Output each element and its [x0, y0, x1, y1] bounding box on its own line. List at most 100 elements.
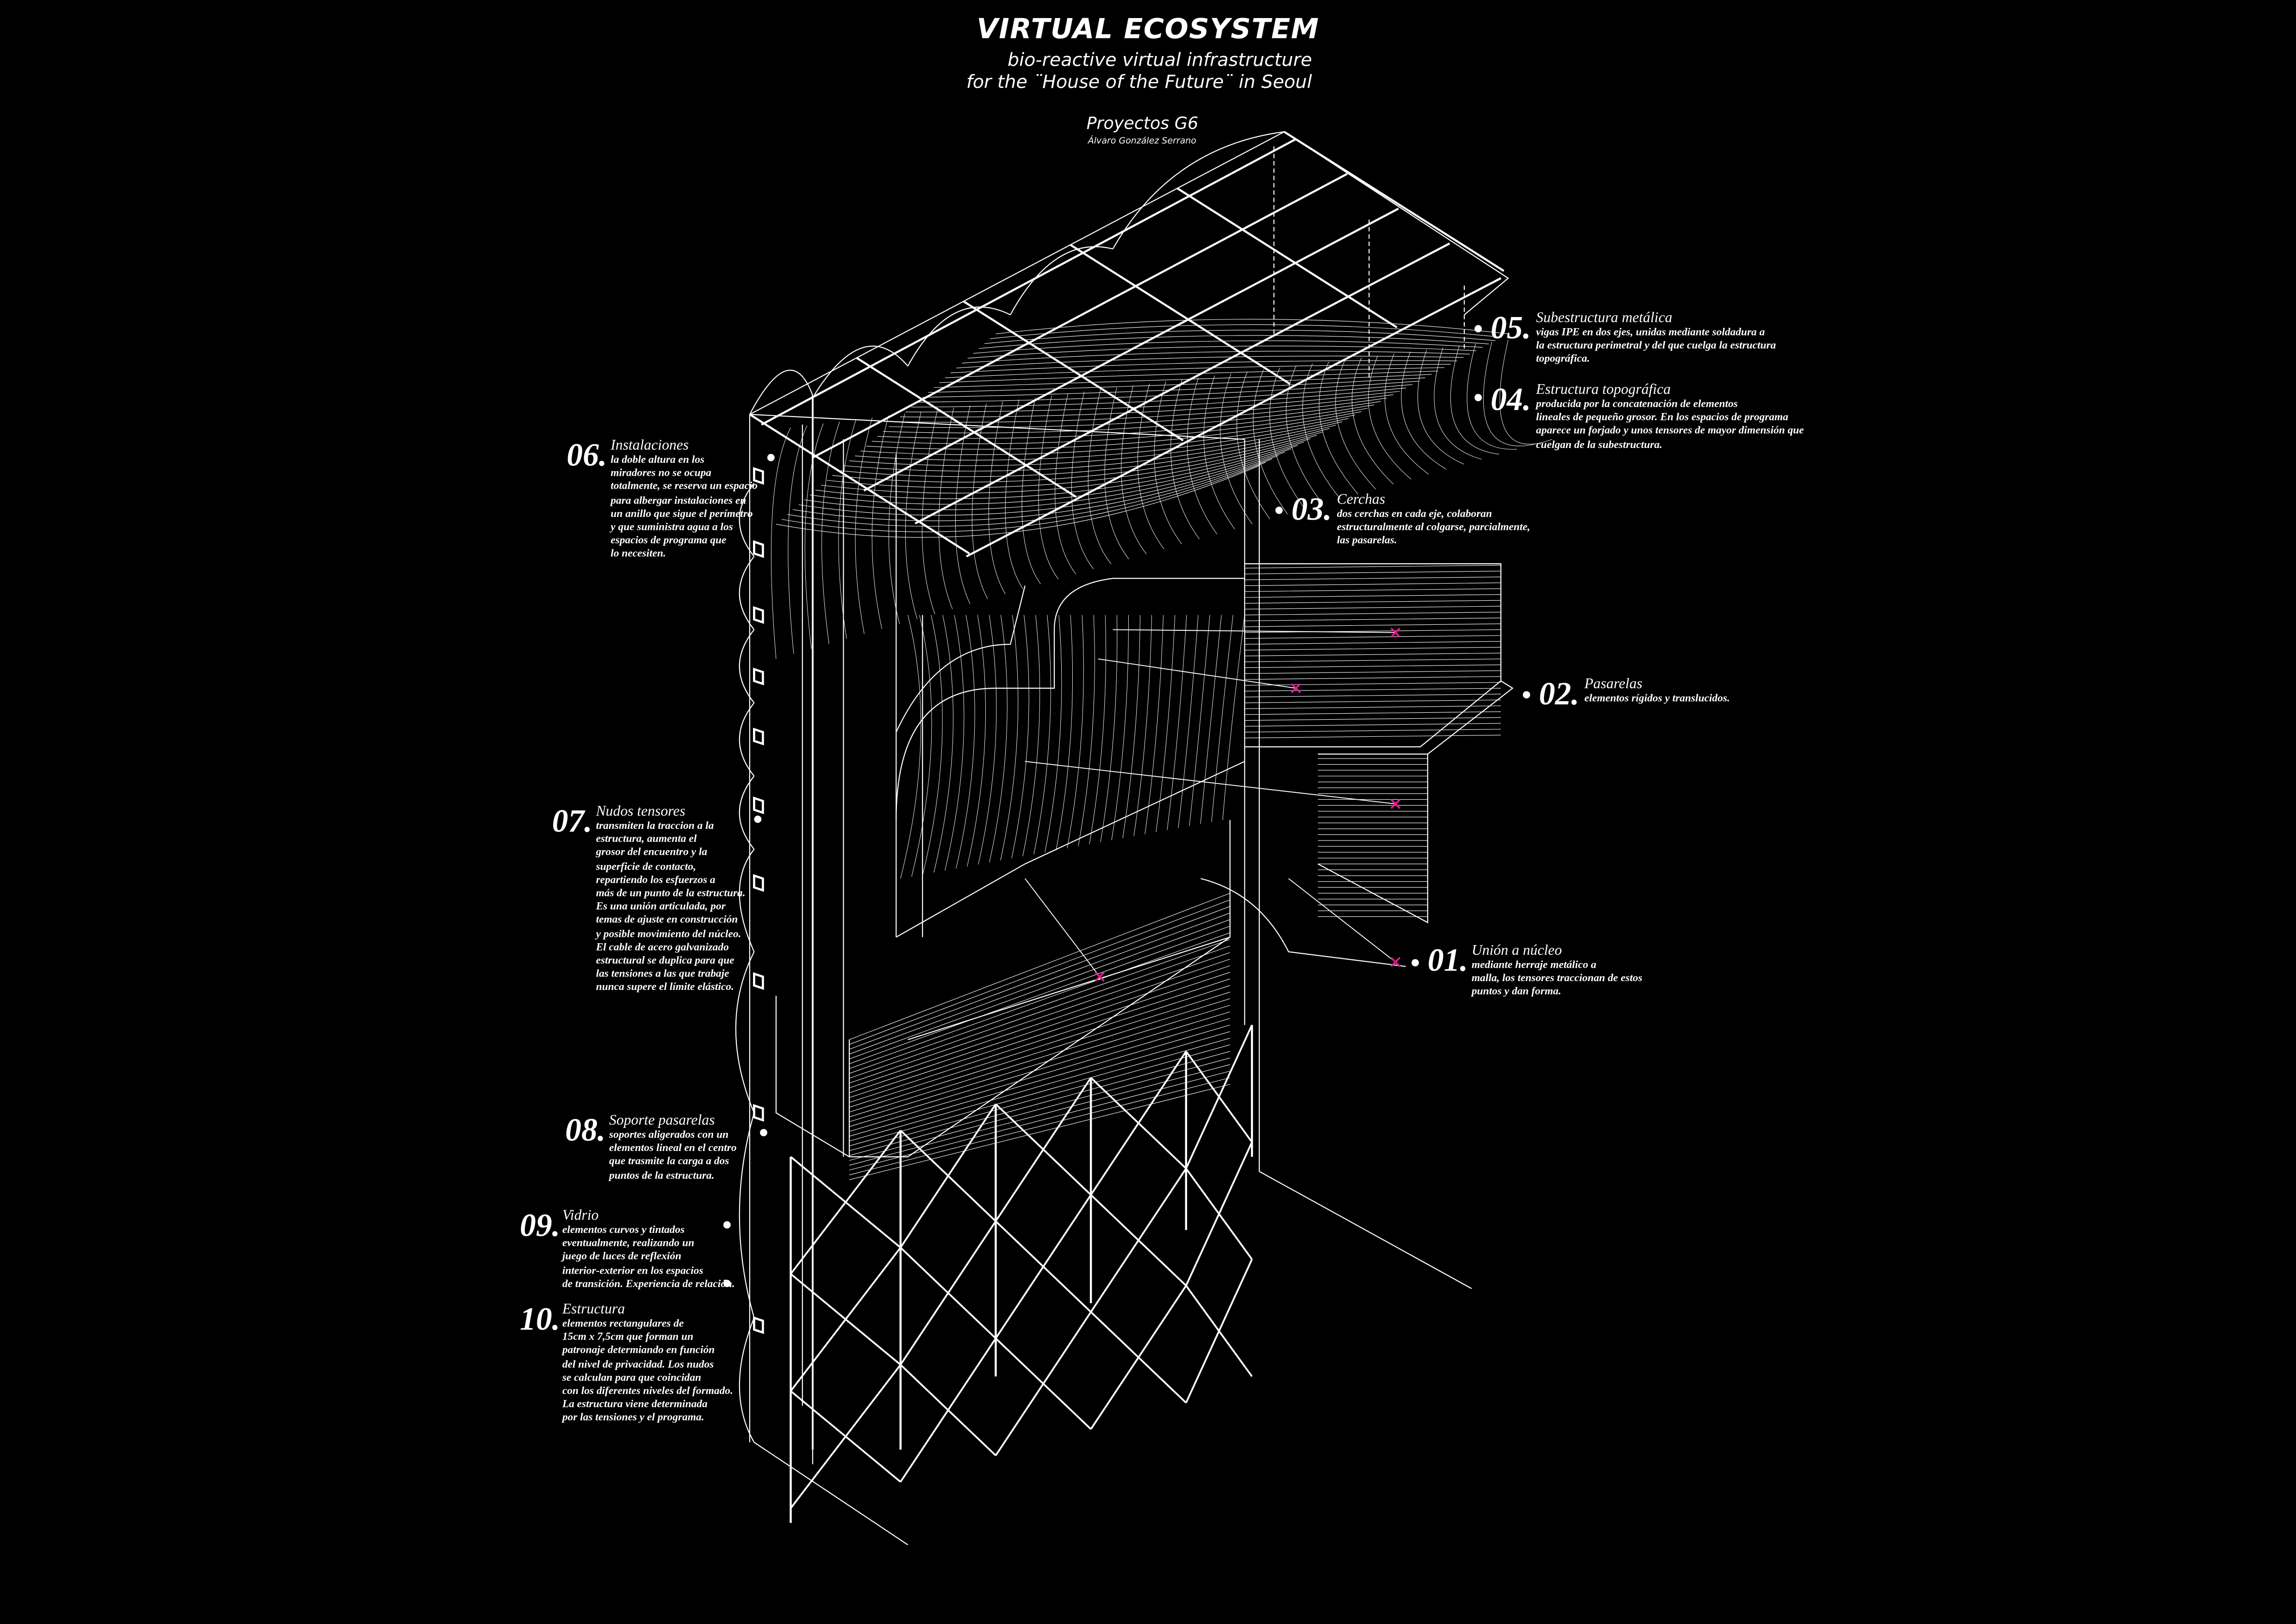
mesh-line	[956, 355, 1464, 368]
anchor-mark	[1291, 683, 1301, 693]
structure-brace	[790, 1364, 902, 1509]
mesh-line	[849, 421, 1343, 466]
mesh-line	[838, 428, 1330, 477]
annotation-line: aparece un forjado y unos tensores de ma…	[1536, 423, 1804, 437]
pasarela-slat	[1244, 629, 1501, 633]
pasarela-slat	[849, 939, 1230, 1074]
mesh-line	[894, 394, 1394, 423]
pasarela-slat	[849, 1084, 1230, 1180]
pasarela-slat	[1244, 699, 1501, 703]
pasarela-slat	[849, 899, 1230, 1045]
pasarela-slat	[1244, 606, 1501, 610]
bullet-dot	[754, 815, 762, 823]
pasarela-slat	[1244, 717, 1501, 721]
mesh-line	[945, 364, 1451, 378]
mesh-line	[809, 445, 1298, 504]
mesh-line	[1450, 345, 1500, 454]
tensor-cable	[1024, 878, 1100, 977]
pasarela-slat	[849, 1025, 1230, 1137]
structure-node	[753, 606, 764, 624]
annotation-number: 08.	[565, 1111, 606, 1148]
mesh-line	[1236, 371, 1270, 520]
mesh-line	[900, 391, 1400, 417]
annotation-line: Es una unión articulada, por	[596, 899, 726, 913]
anchor-mark	[1390, 627, 1401, 638]
pasarela-slat	[1244, 682, 1501, 686]
structure-node	[753, 667, 764, 685]
pasarela-slat	[1244, 565, 1501, 569]
annotation-title: Vidrio	[562, 1208, 599, 1225]
pasarela-slat	[849, 932, 1230, 1069]
structure-node	[753, 540, 764, 558]
tensor-cable	[1288, 878, 1396, 963]
mesh-line	[933, 615, 954, 873]
mesh-line	[787, 459, 1272, 527]
mesh-line	[871, 408, 1368, 444]
structure-brace	[995, 1077, 1092, 1222]
mesh-line	[877, 404, 1375, 439]
annotation-line: miradores no se ocupa	[610, 466, 711, 479]
mesh-line	[871, 415, 889, 629]
mesh-line	[917, 381, 1419, 403]
structure-brace	[995, 1194, 1092, 1339]
mesh-line	[905, 387, 1406, 412]
structure-brace	[900, 1338, 997, 1482]
annotation-number: 04.	[1490, 380, 1531, 417]
bullet-dot	[723, 1280, 731, 1288]
annotation-line: elementos rígidos y translucidos.	[1584, 691, 1730, 704]
mesh-line	[1170, 380, 1200, 540]
annotation-line: y que suministra agua a los	[610, 519, 733, 533]
mesh-line	[855, 418, 1349, 460]
bullet-dot	[767, 454, 775, 461]
annotation-line: las pasarelas.	[1337, 533, 1397, 547]
mesh-line	[821, 438, 1311, 494]
annotation-line: dos cerchas en cada eje, colaboran	[1337, 506, 1492, 520]
mesh-line	[771, 427, 791, 659]
annotation-body: vigas IPE en dos ejes, unidas mediante s…	[1536, 325, 1776, 365]
annotation-line: eventualmente, realizando un	[562, 1236, 695, 1250]
mesh-line	[1189, 615, 1210, 826]
mesh-line	[967, 346, 1476, 359]
structure-brace	[790, 1130, 902, 1275]
bullet-dot	[760, 1129, 767, 1137]
pasarela-slat	[849, 1070, 1230, 1170]
mesh-line	[1335, 359, 1376, 490]
structure-node	[753, 467, 764, 485]
mesh-line	[1302, 363, 1341, 499]
pasarela-slat	[1244, 641, 1501, 645]
annotation-number: 01.	[1427, 941, 1468, 978]
annotation-line: La estructura viene determinada	[562, 1397, 708, 1411]
annotation-line: para albergar instalaciones en	[610, 492, 747, 506]
annotation-line: interior-exterior en los espacios	[562, 1263, 703, 1276]
mesh-line	[843, 424, 1336, 472]
roof-beam	[1283, 131, 1505, 272]
structure-node	[753, 1316, 764, 1334]
mesh-line	[1133, 615, 1152, 836]
annotation-line: lineales de pequeño grosor. En los espac…	[1536, 410, 1788, 423]
bullet-dot	[1411, 959, 1419, 967]
poster-title: VIRTUAL ECOSYSTEM	[977, 13, 1319, 46]
pasarela-slat	[849, 893, 1230, 1040]
structure-brace	[1090, 1168, 1187, 1313]
annotation-line: estructuralmente al colgarse, parcialmen…	[1337, 520, 1531, 534]
mesh-line	[1000, 615, 1019, 861]
annotation-line: estructura, aumenta el	[596, 832, 697, 846]
mesh-line	[1211, 615, 1233, 822]
pasarela-slat	[1244, 647, 1501, 651]
annotation-title: Pasarelas	[1584, 676, 1643, 693]
structure-outline	[735, 131, 1514, 1545]
mesh-line	[900, 615, 921, 879]
bullet-dot	[1475, 325, 1482, 333]
pasarela-slat	[849, 1051, 1230, 1156]
annotation-line: la estructura perimetral y del que cuelg…	[1536, 338, 1776, 352]
mesh-line	[1187, 377, 1218, 535]
mesh-line	[933, 371, 1438, 388]
pasarela-slat	[1244, 617, 1501, 622]
pasarela-slat	[849, 1005, 1230, 1122]
structure-brace	[1090, 1051, 1187, 1195]
pasarela-slat	[1244, 734, 1501, 739]
structure-brace	[900, 1103, 997, 1248]
